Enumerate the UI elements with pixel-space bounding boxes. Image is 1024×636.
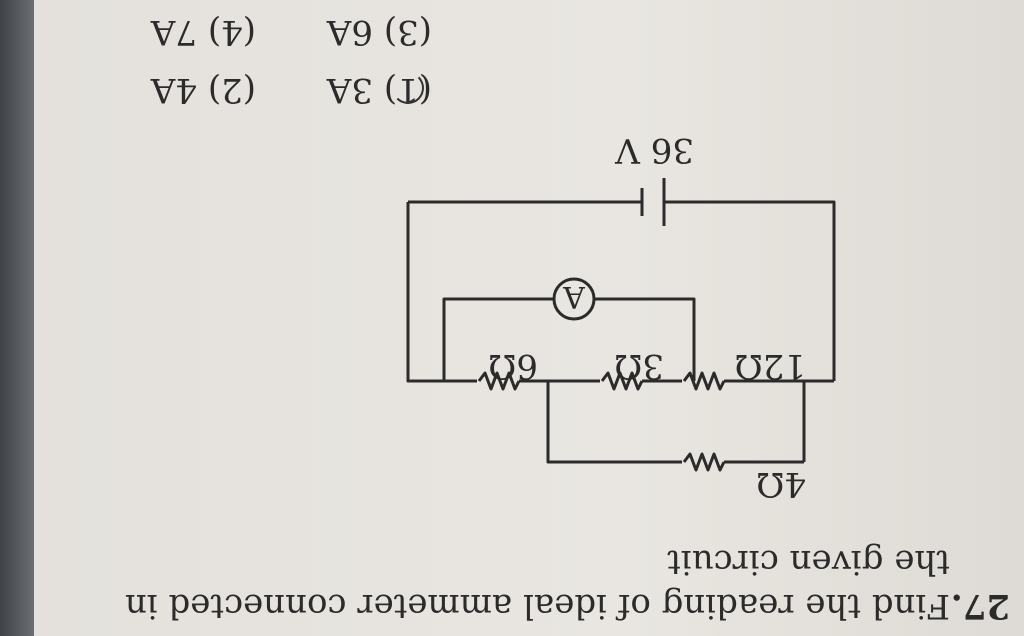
- resistor-6ohm-zigzag: [477, 371, 521, 391]
- resistor-6ohm-label: 6Ω: [488, 346, 538, 386]
- wire-4ohm-branch: [546, 381, 804, 464]
- resistor-12ohm-label: 12Ω: [734, 346, 806, 386]
- option-2-text: 4A: [150, 70, 198, 110]
- option-3-number: (3): [383, 12, 432, 52]
- option-2: (2) 4A: [151, 70, 256, 110]
- wire-ammeter-branch: [442, 297, 696, 381]
- ammeter-label: A: [563, 279, 586, 314]
- option-4: (4) 7A: [151, 12, 256, 52]
- pen-mark-answer: [392, 72, 424, 104]
- option-4-number: (4): [207, 12, 256, 52]
- wire-battery-loop: [408, 200, 836, 383]
- battery-voltage-label: 36 V: [615, 130, 694, 170]
- resistor-4ohm-zigzag: [682, 452, 726, 472]
- option-4-text: 7A: [150, 12, 198, 52]
- option-3-text: 6A: [326, 12, 374, 52]
- resistor-4ohm-label: 4Ω: [756, 464, 806, 504]
- option-3: (3) 6A: [327, 12, 432, 52]
- resistor-3ohm-label: 3Ω: [614, 346, 664, 386]
- wire-main: [406, 202, 804, 383]
- option-2-number: (2): [207, 70, 256, 110]
- ammeter-circle: [552, 277, 596, 321]
- circuit-diagram: A: [406, 178, 836, 472]
- resistor-12ohm-zigzag: [682, 371, 726, 391]
- page-edge: [0, 0, 34, 636]
- option-1-text: 3A: [326, 70, 374, 110]
- resistor-3ohm-zigzag: [600, 371, 644, 391]
